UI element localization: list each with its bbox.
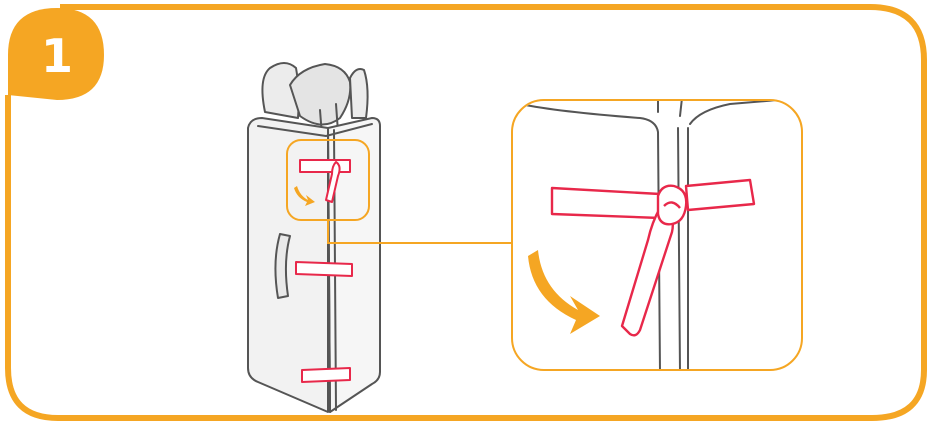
headrest-piece-right (349, 68, 369, 119)
strap-bottom (301, 367, 351, 383)
step-frame (5, 4, 927, 421)
bag-handle (274, 233, 291, 299)
curved-arrow-icon (528, 250, 600, 334)
zoom-strap-loop (656, 184, 688, 226)
zoom-bag-top-right (689, 101, 801, 125)
zoom-strap-left (550, 186, 662, 220)
strap-middle (295, 261, 353, 277)
strap-top (299, 159, 351, 173)
step-badge-shape (8, 8, 104, 100)
zoom-strap-right (684, 178, 756, 212)
bag-right-face (327, 117, 381, 413)
strap-top-tail (325, 161, 341, 203)
step-number: 1 (40, 29, 73, 83)
zoom-panel (511, 99, 803, 371)
curved-arrow-icon-small (294, 186, 315, 206)
folded-cushion-bag (247, 62, 381, 413)
bag-left-face (247, 117, 329, 413)
zoom-connector (327, 220, 512, 244)
zoom-bag-top-left (519, 103, 661, 369)
bag-straps (295, 159, 353, 383)
